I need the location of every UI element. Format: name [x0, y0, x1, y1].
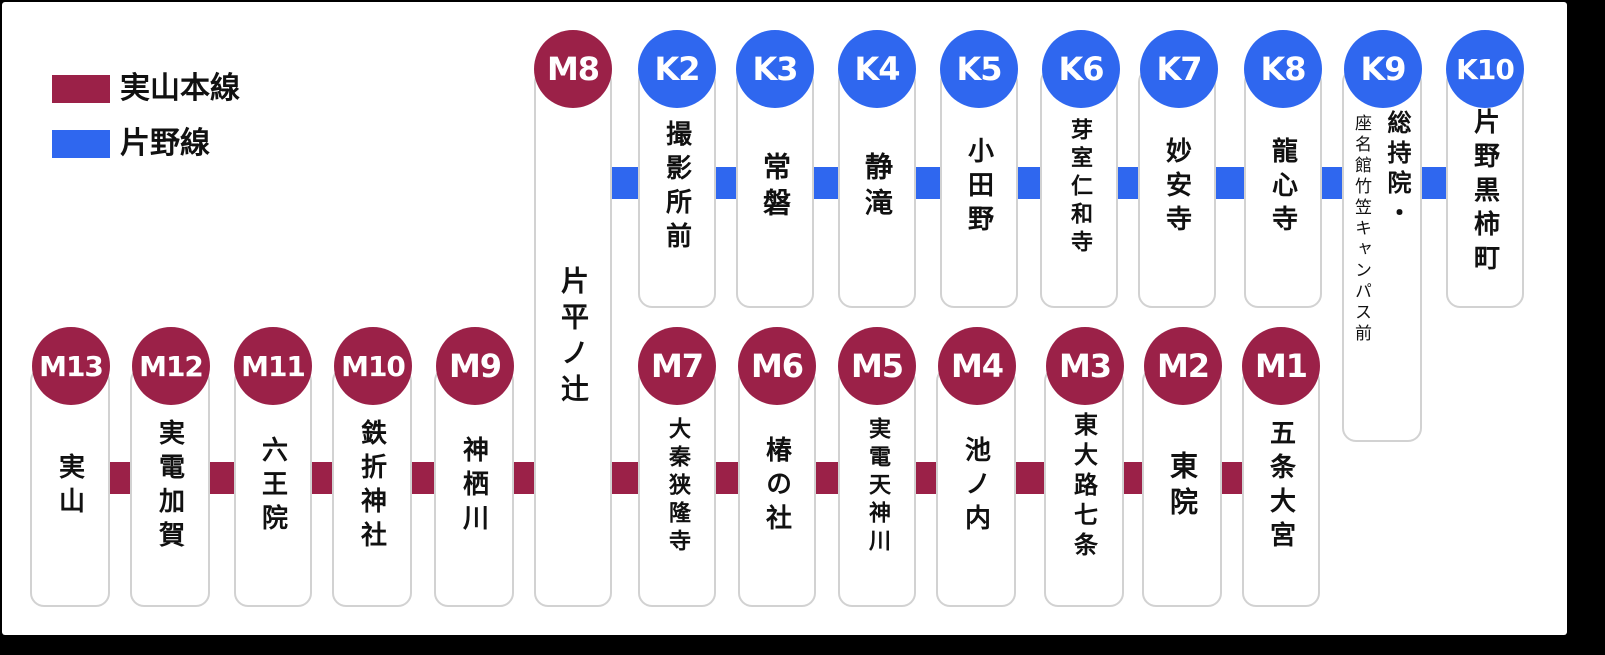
station-name-group: 総持院・ 座名館竹笠キャンパス前	[1349, 70, 1415, 345]
station-name: 大秦狭隆寺	[665, 417, 690, 557]
station-badge-k10: K10	[1446, 30, 1524, 108]
station-badge-k7: K7	[1140, 30, 1218, 108]
station-name: 片平ノ辻	[557, 265, 590, 410]
legend-label-main-line: 実山本線	[120, 71, 240, 106]
station-name: 小田野	[963, 137, 994, 239]
station-card-k10[interactable]: 片野黒柿町	[1446, 68, 1524, 308]
line-segment-kata	[812, 167, 842, 199]
station-badge-k9: K9	[1344, 30, 1422, 108]
station-name: 龍心寺	[1267, 137, 1298, 239]
station-badge-m1: M1	[1242, 327, 1320, 405]
station-badge-k6: K6	[1042, 30, 1120, 108]
station-card-m12[interactable]: 実電加賀	[130, 367, 210, 607]
station-name: 東院	[1166, 451, 1199, 523]
station-badge-m8: M8	[534, 30, 612, 108]
station-name: 六王院	[257, 436, 288, 538]
station-name: 神栖川	[458, 436, 489, 538]
station-badge-m5: M5	[838, 327, 916, 405]
station-badge-k3: K3	[736, 30, 814, 108]
station-card-m5[interactable]: 実電天神川	[838, 367, 916, 607]
station-name: 実山	[54, 453, 85, 521]
station-card-k8[interactable]: 龍心寺	[1244, 68, 1322, 308]
station-card-m8[interactable]: 片平ノ辻	[534, 68, 612, 607]
station-name: 五条大宮	[1265, 419, 1296, 555]
station-badge-m2: M2	[1144, 327, 1222, 405]
station-badge-m12: M12	[132, 327, 210, 405]
station-subname: 座名館竹笠キャンパス前	[1351, 114, 1371, 345]
station-card-k7[interactable]: 妙安寺	[1138, 68, 1216, 308]
station-badge-m6: M6	[738, 327, 816, 405]
station-name: 鉄折神社	[356, 419, 387, 555]
station-badge-m3: M3	[1046, 327, 1124, 405]
station-badge-k2: K2	[638, 30, 716, 108]
legend-label-kata-line: 片野線	[120, 126, 210, 161]
station-badge-m9: M9	[436, 327, 514, 405]
station-name: 常磐	[759, 152, 792, 224]
station-card-m1[interactable]: 五条大宮	[1242, 367, 1320, 607]
station-name: 椿の社	[761, 436, 792, 538]
station-card-k3[interactable]: 常磐	[736, 68, 814, 308]
station-badge-m10: M10	[334, 327, 412, 405]
station-badge-m11: M11	[234, 327, 312, 405]
station-name: 東大路七条	[1069, 412, 1098, 562]
station-card-m3[interactable]: 東大路七条	[1044, 367, 1124, 607]
station-card-k5[interactable]: 小田野	[940, 68, 1018, 308]
line-segment-main	[814, 462, 842, 494]
legend-swatch-kata-line	[52, 130, 110, 158]
station-card-k6[interactable]: 芽室仁和寺	[1040, 68, 1118, 308]
station-card-k2[interactable]: 撮影所前	[638, 68, 716, 308]
station-name: 撮影所前	[661, 120, 692, 256]
station-card-m11[interactable]: 六王院	[234, 367, 312, 607]
station-badge-m13: M13	[32, 327, 110, 405]
station-name: 実電天神川	[865, 417, 890, 557]
station-card-m13[interactable]: 実山	[30, 367, 110, 607]
station-badge-k5: K5	[940, 30, 1018, 108]
station-name: 総持院・	[1383, 110, 1411, 230]
station-badge-k8: K8	[1244, 30, 1322, 108]
station-name: 片野黒柿町	[1469, 108, 1500, 278]
station-badge-m7: M7	[638, 327, 716, 405]
station-name: 実電加賀	[154, 419, 185, 555]
line-segment-main	[1012, 462, 1050, 494]
legend-swatch-main-line	[52, 75, 110, 103]
station-card-k9[interactable]: 総持院・ 座名館竹笠キャンパス前	[1342, 68, 1422, 442]
station-card-m9[interactable]: 神栖川	[434, 367, 514, 607]
station-name: 芽室仁和寺	[1067, 118, 1092, 258]
station-name: 池ノ内	[960, 436, 991, 538]
station-card-m10[interactable]: 鉄折神社	[332, 367, 412, 607]
route-diagram: 実山本線 片野線 実山 実電加賀 六王院 鉄折神社 神栖川 片平ノ辻 大秦狭隆寺	[2, 2, 1567, 635]
station-name: 妙安寺	[1161, 137, 1192, 239]
station-badge-m4: M4	[938, 327, 1016, 405]
line-segment-kata	[1212, 167, 1248, 199]
line-segment-kata	[912, 167, 944, 199]
station-card-m7[interactable]: 大秦狭隆寺	[638, 367, 716, 607]
station-badge-k4: K4	[838, 30, 916, 108]
station-name: 静滝	[861, 152, 894, 224]
